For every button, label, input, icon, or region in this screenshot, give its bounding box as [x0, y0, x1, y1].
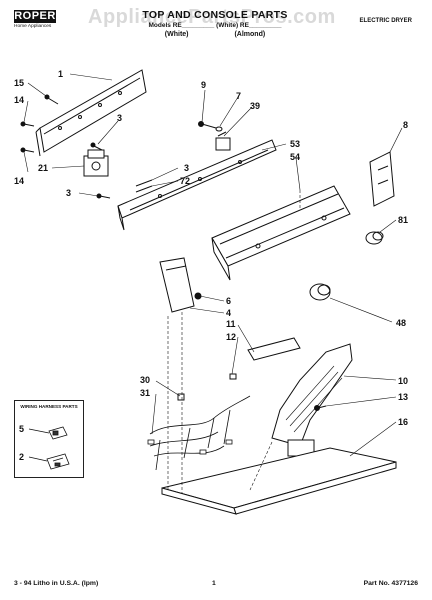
brand-logo: ROPER [14, 10, 56, 23]
part-4-side-bracket [159, 257, 195, 313]
callout-39: 39 [250, 101, 260, 111]
callout-3: 3 [66, 188, 71, 198]
callout-8: 8 [403, 120, 408, 130]
harness-parts-drawing: 5 2 [19, 424, 70, 470]
callout-21: 21 [38, 163, 48, 173]
callout-4: 4 [226, 308, 231, 318]
callout-3: 3 [184, 163, 189, 173]
part-54-console-frame [117, 139, 277, 231]
callout-15: 15 [14, 78, 24, 88]
callout-12: 12 [226, 332, 236, 342]
callout-81: 81 [398, 215, 408, 225]
brand-subtitle: Home Appliances [14, 24, 52, 29]
color-almond: (Almond) [234, 31, 266, 38]
part-53-console [211, 185, 351, 281]
footer-litho: 3 - 94 Litho in U.S.A. (lpm) [14, 580, 99, 587]
callout-2: 2 [19, 452, 24, 462]
callout-54: 54 [290, 152, 300, 162]
part-14-screw-b [20, 147, 35, 153]
callout-13: 13 [398, 392, 408, 402]
part-10-lint-filter [271, 343, 353, 457]
leader-lines [23, 73, 403, 457]
color-variants: (White) (Almond) [110, 31, 320, 38]
part-21-timer [83, 149, 109, 177]
part-2-terminal-block [46, 453, 70, 470]
part-11-lint-cover [247, 337, 301, 361]
watermark: AppliancePartsPros.com [88, 6, 336, 28]
part-31-wire-harness [147, 395, 251, 471]
callout-3: 3 [117, 113, 122, 123]
callout-1: 1 [58, 69, 63, 79]
part-81-knob [365, 231, 384, 245]
callout-48: 48 [396, 318, 406, 328]
callout-53: 53 [290, 139, 300, 149]
callout-11: 11 [226, 319, 236, 329]
part-15-screw [44, 94, 59, 105]
brand: ROPER Home Appliances [14, 10, 56, 32]
product-type: ELECTRIC DRYER [359, 18, 412, 24]
callout-7: 7 [236, 91, 241, 101]
part-1-mounting-plate [35, 69, 147, 157]
part-48-knob [309, 283, 331, 301]
callout-16: 16 [398, 417, 408, 427]
wiring-harness-parts-box: WIRING HARNESS PARTS 5 2 [14, 400, 84, 478]
callout-72: 72 [180, 176, 190, 186]
callout-30: 30 [140, 375, 150, 385]
part-9-bolt [198, 121, 217, 129]
harness-box-title: WIRING HARNESS PARTS [20, 404, 78, 409]
footer-part-number: Part No. 4377126 [363, 580, 418, 587]
part-14-screw-a [20, 121, 35, 127]
callout-6: 6 [226, 296, 231, 306]
footer-page-number: 1 [212, 580, 216, 587]
part-16-top-panel [161, 447, 397, 515]
callout-10: 10 [398, 376, 408, 386]
part-39-switch [215, 131, 231, 151]
part-8-end-cap [369, 151, 395, 207]
part-7-washer [215, 126, 223, 132]
part-3-screw-a [90, 142, 103, 151]
part-72-clip [135, 179, 153, 193]
part-12-clip [229, 373, 237, 380]
part-5-connector [48, 426, 68, 440]
model-numbers: Models RE_________ (White) RE_________ [148, 22, 282, 29]
callout-14: 14 [14, 95, 24, 105]
assembly-guide-lines [167, 190, 301, 494]
callout-9: 9 [201, 80, 206, 90]
callout-labels: 1 15 14 14 21 3 3 72 9 7 39 53 54 8 3 81… [14, 69, 408, 427]
callout-31: 31 [140, 388, 150, 398]
color-white: (White) [164, 31, 189, 38]
callout-5: 5 [19, 424, 24, 434]
part-30-connector [177, 393, 185, 401]
page-title: TOP AND CONSOLE PARTS [142, 9, 288, 21]
part-13-screw [314, 405, 327, 411]
callout-14: 14 [14, 176, 24, 186]
part-3-screw-b [96, 193, 111, 199]
